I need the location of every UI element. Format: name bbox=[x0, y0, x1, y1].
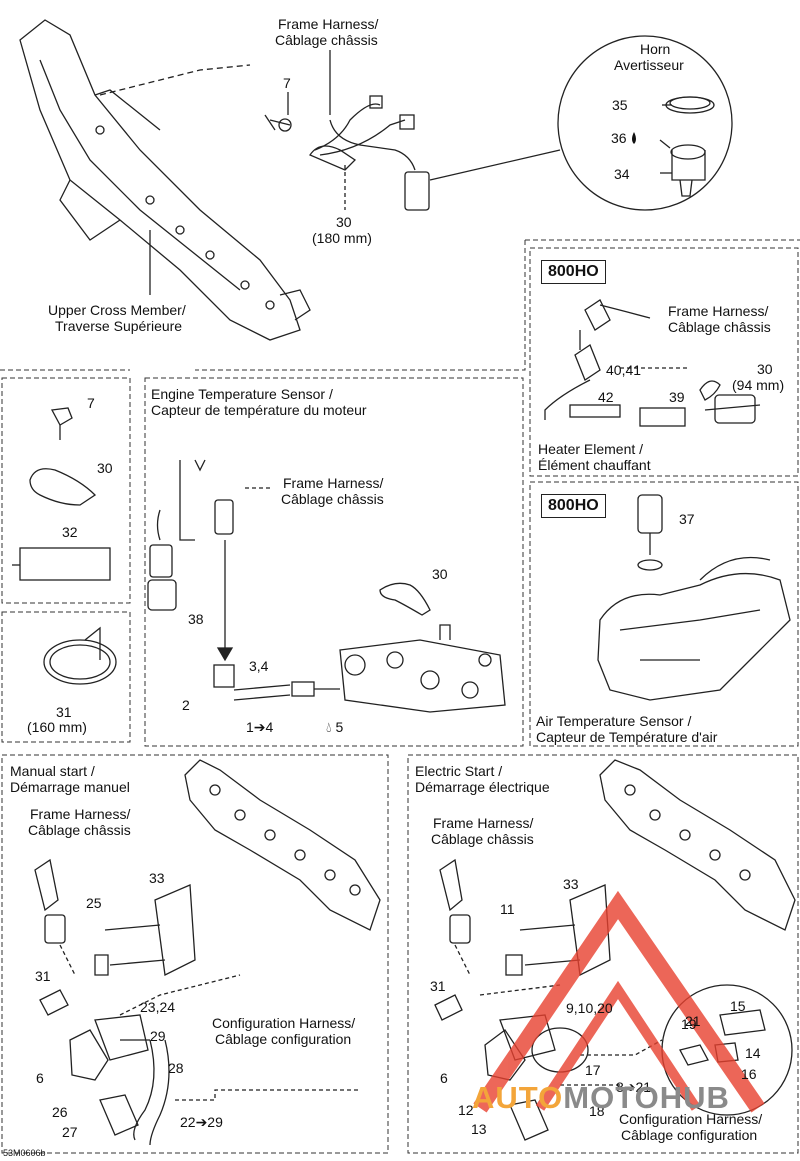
manual-config-harness-label-fr: Câblage configuration bbox=[215, 1031, 352, 1047]
callout-32: 32 bbox=[62, 524, 78, 540]
callout-6: 6 bbox=[440, 1070, 448, 1086]
electric-frame-harness-label: Frame Harness/ bbox=[433, 815, 534, 831]
air-temp-title: Air Temperature Sensor / bbox=[536, 713, 692, 729]
callout-3-4: 3,4 bbox=[249, 658, 269, 674]
callout-18: 18 bbox=[589, 1103, 605, 1119]
heater-frame-harness-label-fr: Câblage châssis bbox=[668, 319, 771, 335]
heater-element-title: Heater Element / bbox=[538, 441, 644, 457]
engine-temp-sensor-art bbox=[147, 459, 506, 713]
callout-30: 30 bbox=[757, 361, 773, 377]
callout-33: 33 bbox=[563, 876, 579, 892]
watermark-moto: MOTO bbox=[563, 1080, 660, 1115]
engine-temp-title: Engine Temperature Sensor / bbox=[151, 386, 333, 402]
callout-28: 28 bbox=[168, 1060, 184, 1076]
manual-frame-harness-label-fr: Câblage châssis bbox=[28, 822, 131, 838]
callout-11: 11 bbox=[500, 901, 515, 917]
electric-start-title-fr: Démarrage électrique bbox=[415, 779, 550, 795]
heater-element-art bbox=[544, 299, 761, 427]
callout-13: 13 bbox=[471, 1121, 487, 1137]
callout-12: 12 bbox=[458, 1102, 474, 1118]
callout-8-21: 8➔21 bbox=[616, 1079, 652, 1095]
callout-16: 16 bbox=[741, 1066, 757, 1082]
callout-31-size: (160 mm) bbox=[27, 719, 87, 735]
watermark-text: AUTOMOTOHUB bbox=[472, 1080, 730, 1116]
callout-30: 30 bbox=[432, 566, 448, 582]
frame-harness-label: Frame Harness/ bbox=[278, 16, 379, 32]
small-parts-art bbox=[12, 407, 117, 685]
callout-31: 31 bbox=[430, 978, 446, 994]
electric-config-harness-label: Configuration Harness/ bbox=[619, 1111, 763, 1127]
callout-6: 6 bbox=[36, 1070, 44, 1086]
model-tag-800ho: 800HO bbox=[541, 494, 606, 518]
electric-start-art bbox=[434, 759, 796, 1141]
electric-frame-harness-label-fr: Câblage châssis bbox=[431, 831, 534, 847]
upper-cross-member-art bbox=[19, 19, 311, 341]
callout-39: 39 bbox=[669, 389, 685, 405]
callout-5: 💧︎ 5 bbox=[326, 719, 343, 735]
manual-start-art bbox=[34, 759, 381, 1146]
callout-30-size: (94 mm) bbox=[732, 377, 785, 393]
callout-15: 15 bbox=[730, 998, 746, 1014]
manual-start-title-fr: Démarrage manuel bbox=[10, 779, 130, 795]
watermark-auto: AUTO bbox=[472, 1080, 564, 1115]
upper-cross-member-label-fr: Traverse Supérieure bbox=[55, 318, 183, 334]
callout-33: 33 bbox=[149, 870, 165, 886]
callout-34: 34 bbox=[614, 166, 630, 182]
electric-start-title: Electric Start / bbox=[415, 763, 503, 779]
callout-38: 38 bbox=[188, 611, 204, 627]
callout-37: 37 bbox=[679, 511, 695, 527]
watermark-logo bbox=[473, 890, 765, 1113]
callout-30-size: (180 mm) bbox=[312, 230, 372, 246]
callout-29: 29 bbox=[150, 1028, 166, 1044]
horn-label-fr: Avertisseur bbox=[614, 57, 684, 73]
callout-7: 7 bbox=[283, 75, 291, 91]
callout-19: 19 bbox=[681, 1016, 697, 1032]
callout-17: 17 bbox=[585, 1062, 601, 1078]
callout-5-text: 5 bbox=[335, 719, 344, 735]
callout-40-41: 40,41 bbox=[606, 362, 642, 378]
manual-frame-harness-label: Frame Harness/ bbox=[30, 806, 131, 822]
manual-config-harness-label: Configuration Harness/ bbox=[212, 1015, 356, 1031]
callout-9-10-20: 9,10,20 bbox=[566, 1000, 613, 1016]
heater-element-title-fr: Élément chauffant bbox=[538, 457, 651, 473]
callout-26: 26 bbox=[52, 1104, 68, 1120]
callout-1-4: 1➔4 bbox=[246, 719, 274, 735]
callout-35: 35 bbox=[612, 97, 628, 113]
callout-42: 42 bbox=[598, 389, 614, 405]
manual-start-title: Manual start / bbox=[10, 763, 95, 779]
engine-temp-title-fr: Capteur de température du moteur bbox=[151, 402, 367, 418]
callout-14: 14 bbox=[745, 1045, 761, 1061]
watermark-hub: HUB bbox=[659, 1080, 730, 1115]
callout-30: 30 bbox=[336, 214, 352, 230]
callout-7: 7 bbox=[87, 395, 95, 411]
air-temp-sensor-art bbox=[597, 494, 791, 701]
callout-2: 2 bbox=[182, 697, 190, 713]
air-temp-title-fr: Capteur de Température d'air bbox=[536, 729, 718, 745]
horn-label: Horn bbox=[640, 41, 671, 57]
callout-31: 31 bbox=[35, 968, 51, 984]
engine-frame-harness-label: Frame Harness/ bbox=[283, 475, 384, 491]
figure-code: 53M0606b bbox=[3, 1148, 46, 1158]
callout-22-29: 22➔29 bbox=[180, 1114, 223, 1130]
callout-21: 21 bbox=[685, 1013, 701, 1029]
electric-config-harness-label-fr: Câblage configuration bbox=[621, 1127, 758, 1143]
callout-25: 25 bbox=[86, 895, 102, 911]
callout-31: 31 bbox=[56, 704, 72, 720]
heater-frame-harness-label: Frame Harness/ bbox=[668, 303, 769, 319]
frame-harness-label-fr: Câblage châssis bbox=[275, 32, 378, 48]
drop-icon: 💧︎ bbox=[326, 719, 332, 735]
callout-36: 36 bbox=[611, 130, 627, 146]
frame-harness-top-art bbox=[264, 95, 430, 211]
upper-cross-member-label: Upper Cross Member/ bbox=[48, 302, 186, 318]
callout-23-24: 23,24 bbox=[140, 999, 176, 1015]
engine-frame-harness-label-fr: Câblage châssis bbox=[281, 491, 384, 507]
model-tag-800ho: 800HO bbox=[541, 260, 606, 284]
callout-30: 30 bbox=[97, 460, 113, 476]
callout-27: 27 bbox=[62, 1124, 78, 1140]
